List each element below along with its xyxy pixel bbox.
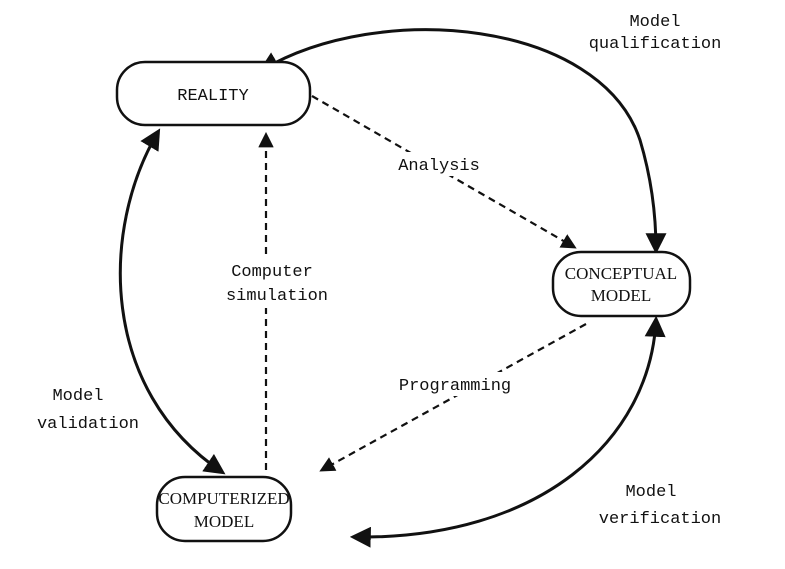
label-text: Analysis <box>398 157 480 176</box>
node-computerized-label-1: COMPUTERIZED <box>158 489 289 508</box>
label-text: Programming <box>399 377 511 396</box>
label-text: Model <box>629 13 680 32</box>
node-reality-label: REALITY <box>177 87 248 106</box>
label-text: Model <box>625 483 676 502</box>
label-text: Computer <box>231 263 313 282</box>
node-conceptual-model: CONCEPTUAL MODEL <box>551 250 692 318</box>
label-text: simulation <box>226 287 328 306</box>
label-analysis: Analysis <box>380 152 498 176</box>
label-model-validation: Model validation <box>37 387 139 434</box>
validation-arrow <box>118 128 226 475</box>
label-text: Model <box>52 387 103 406</box>
node-computerized-model: COMPUTERIZED MODEL <box>155 475 293 543</box>
label-programming: Programming <box>385 372 525 396</box>
label-model-verification: Model verification <box>599 483 721 529</box>
label-computer-simulation: Computer simulation <box>208 258 344 308</box>
label-text: qualification <box>589 35 722 54</box>
qualification-arrow <box>258 28 667 255</box>
programming-arrow <box>319 323 587 472</box>
label-model-qualification: Model qualification <box>585 8 725 54</box>
node-conceptual-label-1: CONCEPTUAL <box>565 264 677 283</box>
verification-arrow <box>349 315 666 548</box>
node-reality: REALITY <box>115 60 312 127</box>
label-text: verification <box>599 510 721 529</box>
node-computerized-label-2: MODEL <box>194 512 254 531</box>
analysis-arrow <box>311 95 577 249</box>
label-text: validation <box>37 415 139 434</box>
node-conceptual-label-2: MODEL <box>591 286 651 305</box>
